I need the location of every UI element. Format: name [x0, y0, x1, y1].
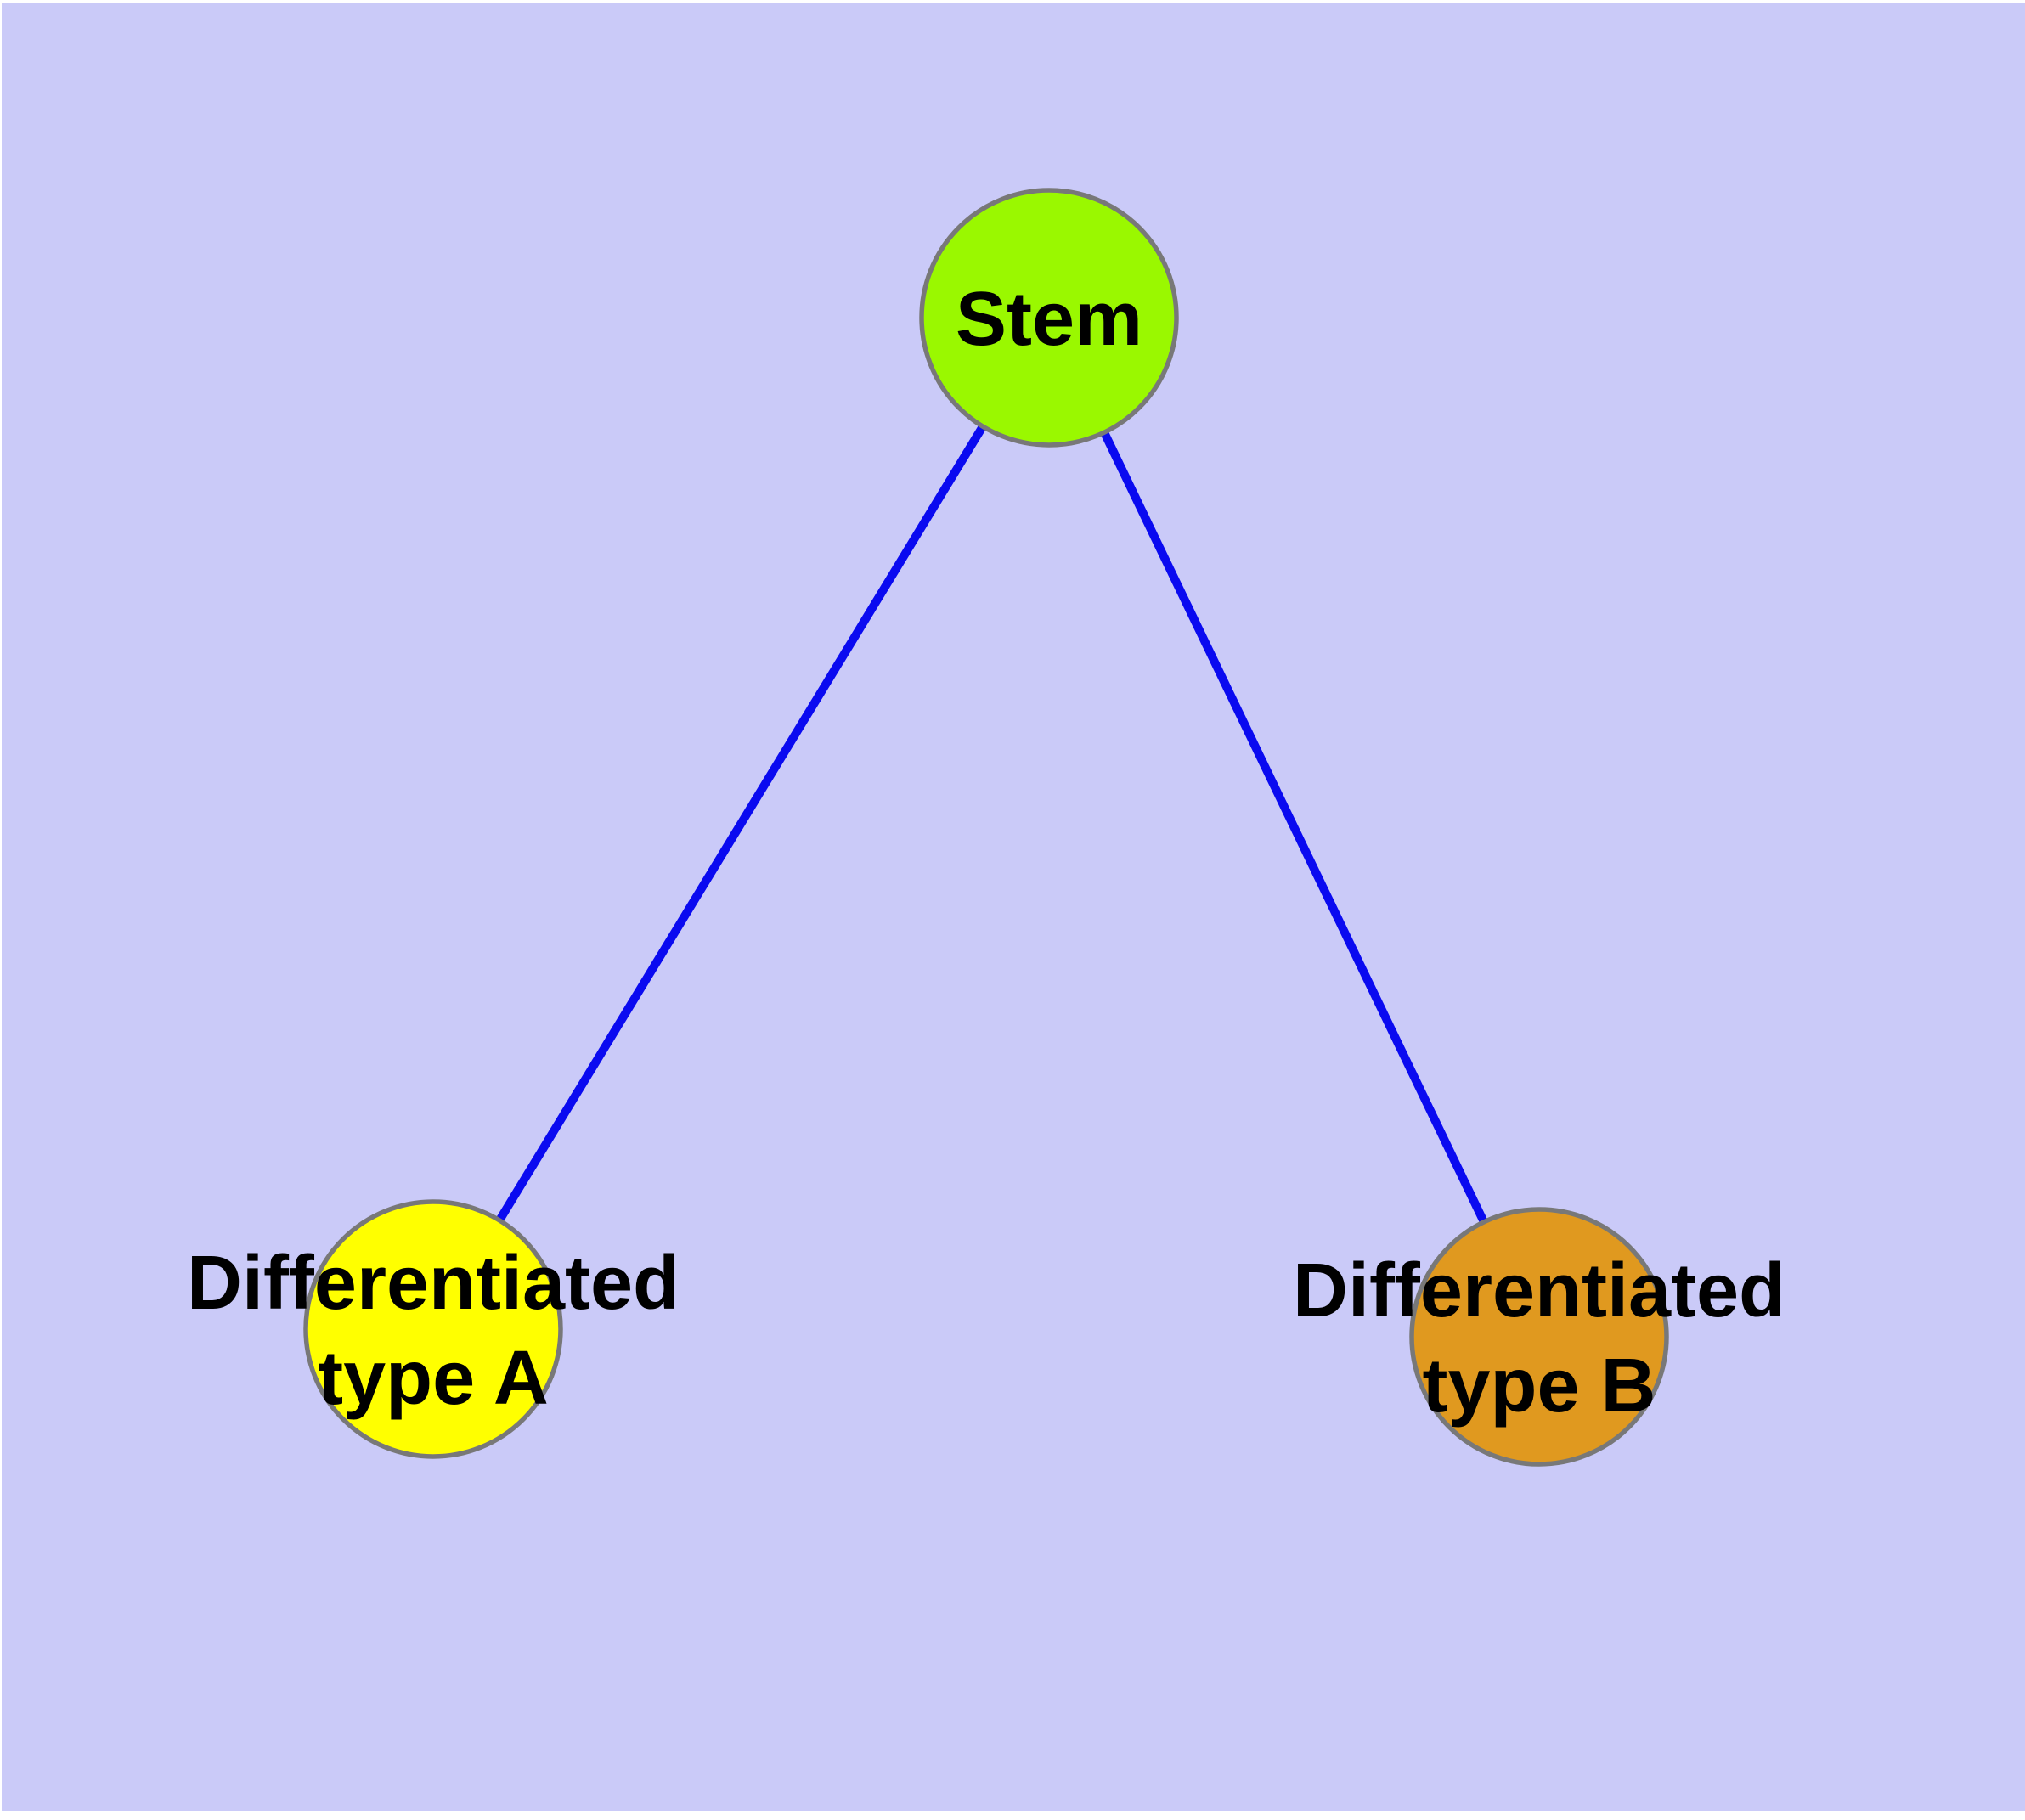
node-circle-stem: [919, 188, 1179, 448]
node-label-line: Differentiated: [187, 1241, 680, 1326]
node-label-differentiated-type-a: Differentiated type A: [187, 1241, 680, 1421]
node-label-line: Stem: [956, 277, 1142, 362]
node-circle-differentiated-type-b: [1409, 1207, 1669, 1467]
node-label-stem: Stem: [956, 277, 1142, 362]
edge-stem-to-differentiated-type-a: [429, 315, 1053, 1332]
node-label-line: type A: [318, 1336, 549, 1421]
node-label-line: type B: [1422, 1344, 1656, 1428]
node-label-differentiated-type-b: Differentiated type B: [1293, 1248, 1785, 1428]
node-label-line: Differentiated: [1293, 1248, 1785, 1333]
edge-stem-to-differentiated-type-b: [1045, 315, 1543, 1339]
edges-layer: [429, 315, 1543, 1339]
nodes-layer: [303, 188, 1669, 1467]
node-circle-differentiated-type-a: [303, 1199, 563, 1459]
